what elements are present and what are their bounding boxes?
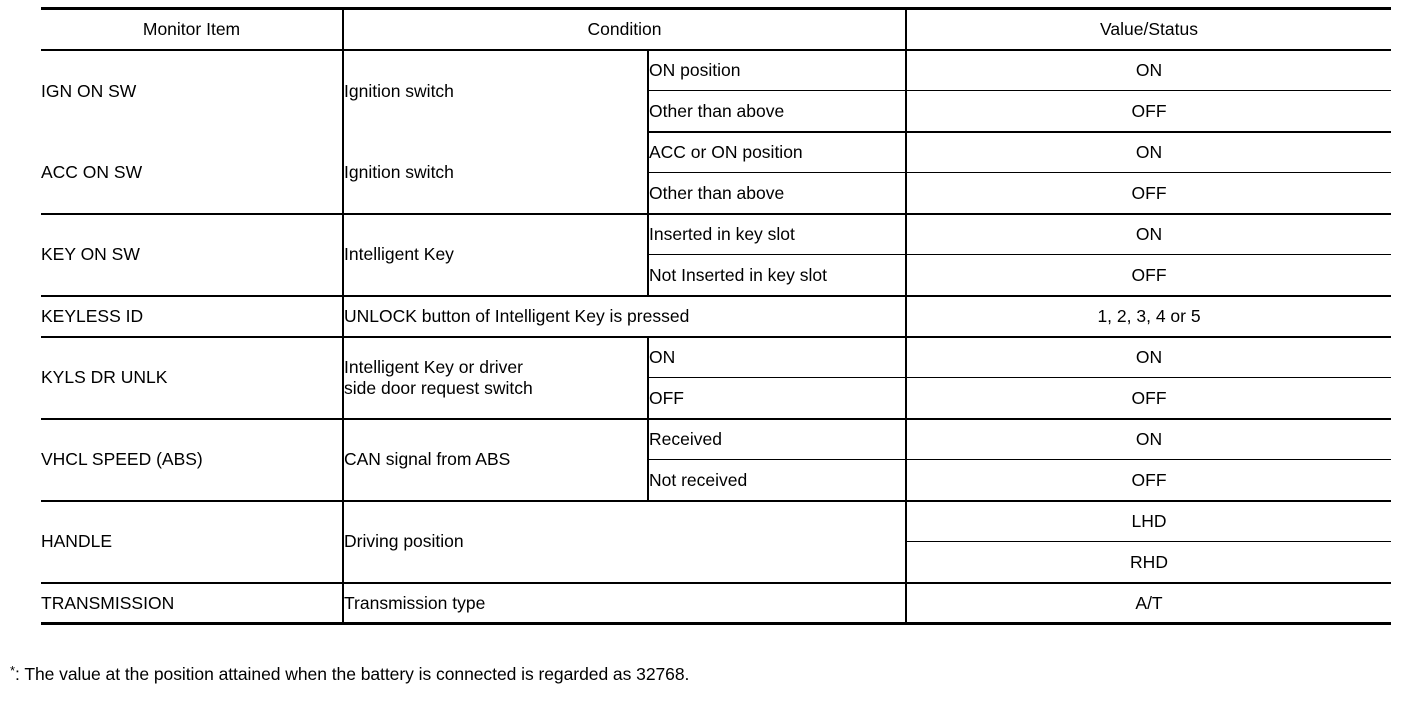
cell-monitor-item: TRANSMISSION <box>41 582 344 625</box>
table-row: KEYLESS ID UNLOCK button of Intelligent … <box>41 295 1392 338</box>
cell-sub-condition: ON <box>648 336 908 378</box>
cell-value-status: OFF <box>906 459 1392 502</box>
cell-value-status: OFF <box>906 90 1392 133</box>
table-row: OFF OFF <box>41 377 1392 420</box>
cell-sub-condition: Received <box>648 418 908 460</box>
cell-condition: Transmission type <box>343 582 908 625</box>
cell-condition: Driving position <box>343 500 908 584</box>
cell-value-status: OFF <box>906 254 1392 297</box>
cell-sub-condition: Other than above <box>648 172 908 215</box>
cell-monitor-item: KEY ON SW <box>41 213 344 297</box>
footnote-asterisk-marker: * <box>10 663 16 678</box>
table-row: HANDLE Driving position LHD <box>41 500 1392 584</box>
cell-sub-condition: Inserted in key slot <box>648 213 908 255</box>
cell-value-status: ON <box>906 336 1392 378</box>
table-row: KEY ON SW Intelligent Key Inserted in ke… <box>41 213 1392 297</box>
table-row: TRANSMISSION Transmission type A/T <box>41 582 1392 625</box>
cell-condition: Ignition switch <box>343 131 649 215</box>
table-row: Other than above OFF <box>41 90 1392 133</box>
cell-value-status: LHD <box>906 500 1392 542</box>
table-row: VHCL SPEED (ABS) CAN signal from ABS Rec… <box>41 418 1392 502</box>
consult-monitor-item-table: Monitor Item Condition Value/Status IGN … <box>41 7 1392 625</box>
table-row: Other than above OFF <box>41 172 1392 215</box>
cell-value-status: 1, 2, 3, 4 or 5 <box>906 295 1392 338</box>
table-row: IGN ON SW Ignition switch ON position ON <box>41 49 1392 132</box>
cell-monitor-item: ACC ON SW <box>41 131 344 215</box>
cell-sub-condition: ON position <box>648 49 908 91</box>
table-row: ACC ON SW Ignition switch ACC or ON posi… <box>41 131 1392 215</box>
cell-condition-line-2: side door request switch <box>344 377 533 398</box>
table-row: Not received OFF <box>41 459 1392 502</box>
column-header-monitor-item: Monitor Item <box>41 7 344 51</box>
table-row: KYLS DR UNLK Intelligent Key or driver s… <box>41 336 1392 420</box>
footnote-text: : The value at the position attained whe… <box>15 664 690 684</box>
column-header-condition: Condition <box>343 7 908 51</box>
cell-value-status: ON <box>906 131 1392 173</box>
cell-value-status: OFF <box>906 172 1392 215</box>
cell-monitor-item: KYLS DR UNLK <box>41 336 344 420</box>
cell-monitor-item: KEYLESS ID <box>41 295 344 338</box>
cell-monitor-item: VHCL SPEED (ABS) <box>41 418 344 502</box>
cell-value-status: ON <box>906 213 1392 255</box>
cell-value-status: ON <box>906 418 1392 460</box>
cell-sub-condition: Not received <box>648 459 908 502</box>
cell-sub-condition: Not Inserted in key slot <box>648 254 908 297</box>
cell-value-status: RHD <box>906 541 1392 584</box>
cell-condition: Intelligent Key or driver side door requ… <box>343 336 649 420</box>
cell-monitor-item: IGN ON SW <box>41 49 344 132</box>
cell-sub-condition: ACC or ON position <box>648 131 908 173</box>
cell-value-status: OFF <box>906 377 1392 420</box>
cell-sub-condition: OFF <box>648 377 908 420</box>
cell-value-status: A/T <box>906 582 1392 625</box>
cell-condition: Ignition switch <box>343 49 649 132</box>
footnote: *: The value at the position attained wh… <box>10 663 689 685</box>
cell-condition-line-1: Intelligent Key or driver <box>344 357 523 378</box>
table-header-row: Monitor Item Condition Value/Status <box>41 7 1392 51</box>
cell-condition: CAN signal from ABS <box>343 418 649 502</box>
cell-monitor-item: HANDLE <box>41 500 344 584</box>
table-row: Not Inserted in key slot OFF <box>41 254 1392 297</box>
table-row: RHD <box>41 541 1392 584</box>
cell-condition: Intelligent Key <box>343 213 649 297</box>
cell-condition: UNLOCK button of Intelligent Key is pres… <box>343 295 908 338</box>
column-header-value-status: Value/Status <box>906 7 1392 51</box>
cell-value-status: ON <box>906 49 1392 91</box>
cell-sub-condition: Other than above <box>648 90 908 133</box>
